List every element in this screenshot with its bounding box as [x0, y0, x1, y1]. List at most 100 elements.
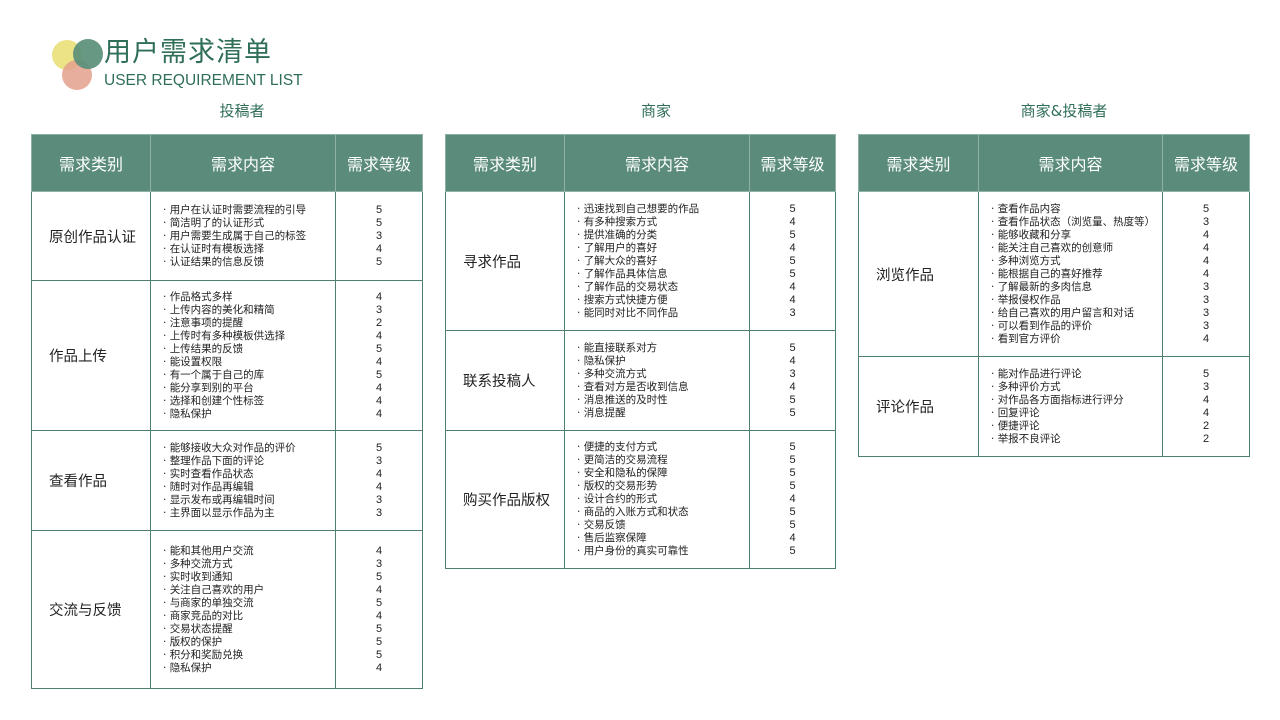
requirement-item: 隐私保护: [577, 355, 749, 368]
requirement-level: 5: [789, 254, 796, 267]
requirement-item: 能够收藏和分享: [991, 229, 1162, 242]
requirement-level: 5: [789, 545, 796, 557]
requirement-level: 4: [1202, 267, 1210, 280]
requirement-level: 4: [789, 532, 796, 544]
requirement-item: 对作品各方面指标进行评分: [991, 394, 1162, 407]
requirement-item: 多种交流方式: [163, 558, 335, 571]
requirement-level: 4: [375, 583, 383, 596]
requirement-level: 5: [789, 202, 796, 215]
requirement-item: 多种浏览方式: [991, 255, 1162, 268]
requirement-level: 5: [789, 393, 796, 406]
requirement-item: 能直接联系对方: [577, 342, 749, 355]
content-cell: 能和其他用户交流多种交流方式实时收到通知关注自己喜欢的用户与商家的单独交流商家竞…: [150, 530, 336, 689]
requirement-item: 看到官方评价: [991, 333, 1162, 346]
requirement-level: 3: [1202, 319, 1210, 332]
requirement-item: 多种交流方式: [577, 368, 749, 381]
table-row: 联系投稿人能直接联系对方隐私保护多种交流方式查看对方是否收到信息消息推送的及时性…: [445, 330, 836, 431]
requirement-level: 3: [1202, 380, 1210, 393]
requirement-level: 3: [375, 454, 383, 467]
requirement-level: 5: [1202, 202, 1210, 215]
column-header-content: 需求内容: [150, 134, 336, 192]
content-cell: 迅速找到自己想要的作品有多种搜索方式提供准确的分类了解用户的喜好了解大众的喜好了…: [564, 191, 750, 331]
requirement-table-contributor: 需求类别 需求内容 需求等级 原创作品认证用户在认证时需要流程的引导简洁明了的认…: [31, 134, 423, 689]
requirement-item: 作品格式多样: [163, 291, 335, 304]
requirement-level: 3: [375, 506, 383, 519]
requirement-level: 5: [375, 368, 383, 381]
requirement-item: 售后监察保障: [577, 532, 749, 545]
requirement-item: 能够接收大众对作品的评价: [163, 442, 335, 455]
requirement-level: 3: [789, 367, 796, 380]
requirement-level: 5: [789, 228, 796, 241]
requirement-item: 多种评价方式: [991, 381, 1162, 394]
requirement-item: 实时收到通知: [163, 571, 335, 584]
table-row: 交流与反馈能和其他用户交流多种交流方式实时收到通知关注自己喜欢的用户与商家的单独…: [31, 530, 423, 689]
requirement-item: 用户需要生成属于自己的标签: [163, 230, 335, 243]
requirement-item: 交易反馈: [577, 519, 749, 532]
column-header-level: 需求等级: [335, 134, 423, 192]
content-cell: 作品格式多样上传内容的美化和精简注意事项的提醒上传时有多种模板供选择上传结果的反…: [150, 280, 336, 431]
requirement-item: 了解用户的喜好: [577, 242, 749, 255]
requirement-item: 简洁明了的认证形式: [163, 217, 335, 230]
requirement-level: 2: [1202, 419, 1210, 432]
content-cell: 用户在认证时需要流程的引导简洁明了的认证形式用户需要生成属于自己的标签在认证时有…: [150, 191, 336, 281]
requirement-level: 4: [375, 544, 383, 557]
content-cell: 能直接联系对方隐私保护多种交流方式查看对方是否收到信息消息推送的及时性消息提醒: [564, 330, 750, 431]
requirement-level: 4: [1202, 406, 1210, 419]
requirement-item: 消息提醒: [577, 407, 749, 420]
requirement-item: 显示发布或再编辑时间: [163, 494, 335, 507]
requirement-item: 提供准确的分类: [577, 229, 749, 242]
requirement-item: 积分和奖励兑换: [163, 649, 335, 662]
requirement-item: 认证结果的信息反馈: [163, 256, 335, 269]
requirement-level: 4: [375, 407, 383, 420]
requirement-item: 交易状态提醒: [163, 623, 335, 636]
requirement-level: 5: [789, 506, 796, 518]
requirement-level: 5: [1202, 367, 1210, 380]
requirement-item: 查看作品状态（浏览量、热度等）: [991, 216, 1162, 229]
requirement-item: 设计合约的形式: [577, 493, 749, 506]
logo-green-circle: [73, 39, 103, 69]
requirement-item: 更简洁的交易流程: [577, 454, 749, 467]
table-row: 评论作品能对作品进行评论多种评价方式对作品各方面指标进行评分回复评论便捷评论举报…: [858, 356, 1250, 457]
column-header-category: 需求类别: [445, 134, 565, 192]
requirement-level: 3: [375, 229, 383, 242]
requirement-level: 4: [789, 241, 796, 254]
requirement-level: 5: [789, 480, 796, 492]
group-label-contributor: 投稿者: [219, 102, 265, 120]
content-cell: 便捷的支付方式更简洁的交易流程安全和隐私的保障版权的交易形势设计合约的形式商品的…: [564, 430, 750, 569]
content-cell: 查看作品内容查看作品状态（浏览量、热度等）能够收藏和分享能关注自己喜欢的创意师多…: [978, 191, 1163, 357]
requirement-table-merchant: 需求类别 需求内容 需求等级 寻求作品迅速找到自己想要的作品有多种搜索方式提供准…: [445, 134, 836, 569]
table-row: 浏览作品查看作品内容查看作品状态（浏览量、热度等）能够收藏和分享能关注自己喜欢的…: [858, 191, 1250, 357]
requirement-item: 上传内容的美化和精简: [163, 304, 335, 317]
requirement-level: 5: [375, 203, 383, 216]
requirement-level: 5: [789, 267, 796, 280]
content-cell: 能够接收大众对作品的评价整理作品下面的评论实时查看作品状态随时对作品再编辑显示发…: [150, 430, 336, 531]
requirement-item: 商品的入账方式和状态: [577, 506, 749, 519]
requirement-item: 能关注自己喜欢的创意师: [991, 242, 1162, 255]
requirement-item: 有一个属于自己的库: [163, 369, 335, 382]
category-cell: 浏览作品: [858, 191, 979, 357]
requirement-level: 5: [375, 216, 383, 229]
requirement-level: 3: [375, 303, 383, 316]
requirement-level: 5: [375, 342, 383, 355]
requirement-item: 安全和隐私的保障: [577, 467, 749, 480]
group-label-both: 商家&投稿者: [1020, 102, 1108, 120]
category-cell: 原创作品认证: [31, 191, 151, 281]
requirement-level: 4: [375, 480, 383, 493]
requirement-item: 举报不良评论: [991, 433, 1162, 446]
requirement-item: 实时查看作品状态: [163, 468, 335, 481]
requirement-item: 便捷的支付方式: [577, 441, 749, 454]
requirement-table-both: 需求类别 需求内容 需求等级 浏览作品查看作品内容查看作品状态（浏览量、热度等）…: [858, 134, 1250, 457]
requirement-level: 4: [375, 394, 383, 407]
requirement-level: 3: [789, 306, 796, 319]
requirement-item: 上传时有多种模板供选择: [163, 330, 335, 343]
requirement-level: 2: [375, 316, 383, 329]
requirement-item: 可以看到作品的评价: [991, 320, 1162, 333]
table-row: 查看作品能够接收大众对作品的评价整理作品下面的评论实时查看作品状态随时对作品再编…: [31, 430, 423, 531]
column-header-content: 需求内容: [564, 134, 750, 192]
table-row: 寻求作品迅速找到自己想要的作品有多种搜索方式提供准确的分类了解用户的喜好了解大众…: [445, 191, 836, 331]
category-cell: 查看作品: [31, 430, 151, 531]
requirement-level: 4: [375, 381, 383, 394]
requirement-item: 隐私保护: [163, 662, 335, 675]
requirement-level: 3: [1202, 215, 1210, 228]
